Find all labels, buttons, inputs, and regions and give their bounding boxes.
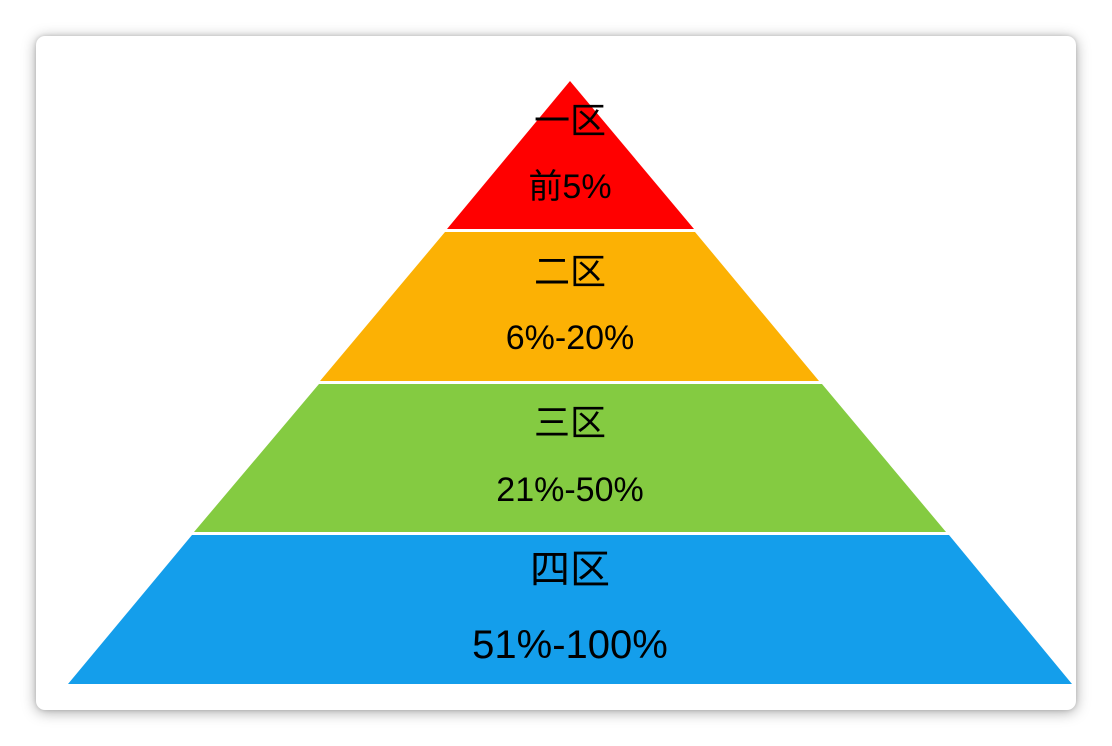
tier-3-range: 21%-50% (496, 471, 643, 509)
tier-4-range: 51%-100% (472, 623, 668, 667)
tier-2-range: 6%-20% (506, 319, 635, 357)
tier-2-shape (320, 232, 819, 381)
tier-1-name: 一区 (534, 100, 606, 141)
tier-1-shape (447, 81, 694, 229)
tier-4-shape (68, 535, 1072, 684)
tier-3-shape (194, 384, 946, 532)
tier-4-name: 四区 (530, 548, 610, 592)
tier-3-name: 三区 (534, 402, 606, 443)
tier-1-range: 前5% (528, 168, 611, 206)
tier-2-name: 二区 (534, 251, 606, 292)
